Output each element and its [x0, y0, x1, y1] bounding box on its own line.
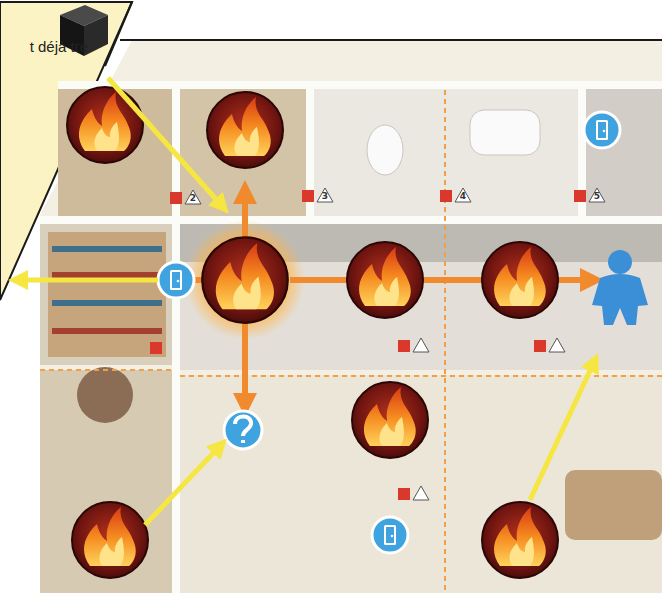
callout-note: t déjà tre	[8, 36, 88, 58]
sink	[470, 110, 540, 155]
frame-border	[120, 39, 662, 41]
rug-stripe	[52, 246, 162, 252]
pawn-head	[608, 250, 632, 274]
kitchen-floor	[178, 222, 662, 370]
rug-stripe	[52, 272, 162, 278]
fire-token	[352, 382, 428, 458]
die-icon	[398, 340, 410, 352]
fire-token	[482, 502, 558, 578]
tile-triangle	[185, 190, 201, 204]
tile-triangle	[413, 338, 429, 352]
tile-line	[40, 369, 172, 371]
door-token	[584, 112, 620, 148]
explosion-fire-token	[202, 237, 288, 323]
explosion-arrow	[242, 192, 248, 240]
tile-markers	[150, 188, 605, 500]
tile-lines	[40, 90, 662, 593]
tile-triangle	[589, 188, 605, 202]
tile-number: 2	[185, 193, 201, 203]
yellow-arrow	[18, 278, 158, 283]
rug-stripe	[52, 328, 162, 334]
fire-token	[347, 242, 423, 318]
fire-token	[482, 242, 558, 318]
board-frame	[40, 40, 662, 593]
explosion-glow	[185, 220, 305, 340]
poi-token	[224, 411, 262, 449]
explosion-arrow	[242, 322, 248, 405]
door-token	[372, 517, 408, 553]
pawn-body	[592, 274, 648, 325]
wall	[40, 216, 662, 224]
yellow-arrow	[145, 446, 220, 525]
poi-mark	[235, 417, 251, 444]
yellow-arrow	[108, 78, 222, 206]
wood-floor	[58, 85, 174, 218]
yellow-arrow	[530, 362, 594, 500]
die-icon	[398, 488, 410, 500]
rug-floor	[40, 222, 173, 365]
tile-number: 4	[455, 191, 471, 201]
die-icon	[574, 190, 586, 202]
floors	[40, 85, 662, 593]
rug	[48, 232, 166, 357]
walls	[40, 85, 662, 593]
wall	[58, 81, 662, 89]
note-text: t déjà tre	[8, 36, 88, 58]
room-floor	[585, 85, 662, 218]
explosion-arrows	[168, 192, 592, 405]
die-icon	[170, 192, 182, 204]
tile-triangle	[549, 338, 565, 352]
table	[565, 470, 662, 540]
table	[77, 367, 133, 423]
tile-triangle	[455, 188, 471, 202]
yellow-arrows	[18, 78, 594, 525]
tile-number: 3	[317, 191, 333, 201]
die-icon	[440, 190, 452, 202]
tile-number: 5	[589, 191, 605, 201]
fire-token	[72, 502, 148, 578]
door-token	[158, 262, 194, 298]
toilet	[367, 125, 403, 175]
bathroom-floor	[313, 85, 580, 218]
fire-token	[207, 92, 283, 168]
firefighter-pawn	[592, 250, 648, 325]
die-icon	[302, 190, 314, 202]
fire-token	[67, 87, 143, 163]
die-icon	[534, 340, 546, 352]
tile-line	[444, 90, 446, 593]
die-icon	[150, 342, 162, 354]
room-floor	[178, 375, 662, 593]
poi-disc	[224, 411, 262, 449]
frame-border	[105, 2, 132, 66]
rug-stripe	[52, 300, 162, 306]
tile-triangle	[317, 188, 333, 202]
tile-triangle	[413, 486, 429, 500]
